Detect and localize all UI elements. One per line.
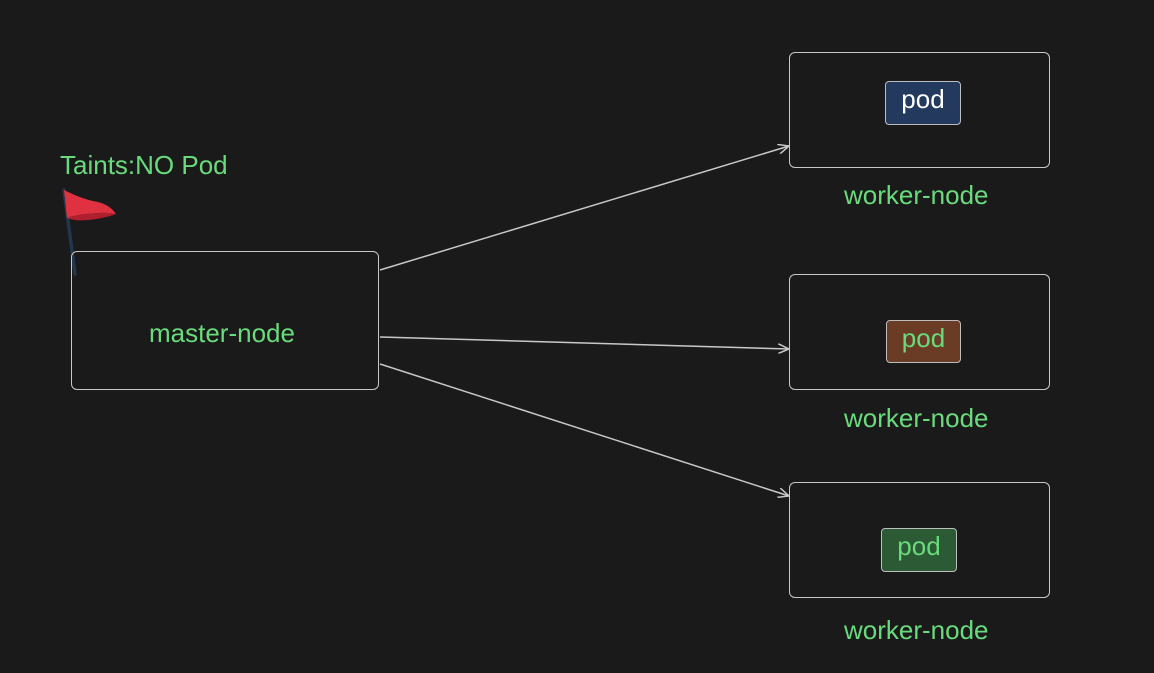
worker-node-label-3: worker-node [844,615,989,645]
pod-2[interactable]: pod [886,320,961,363]
worker-node-label-2: worker-node [844,403,989,433]
taint-label: Taints:NO Pod [60,150,228,180]
arrow-master-to-worker-1 [379,146,789,271]
pod-1-label: pod [901,84,945,114]
pod-3[interactable]: pod [881,528,957,572]
arrow-master-to-worker-3 [379,363,789,496]
arrow-master-to-worker-2 [379,336,789,349]
worker-node-label-1: worker-node [844,180,989,210]
worker-node-box-1[interactable] [789,52,1050,168]
pod-1[interactable]: pod [885,81,961,125]
worker-node-box-3[interactable] [789,482,1050,598]
master-node-box[interactable] [71,251,379,390]
pod-2-label: pod [901,323,946,353]
master-node-label: master-node [149,318,295,348]
worker-node-box-2[interactable] [789,274,1050,390]
pod-3-label: pod [897,531,941,561]
flag-icon [62,188,116,276]
